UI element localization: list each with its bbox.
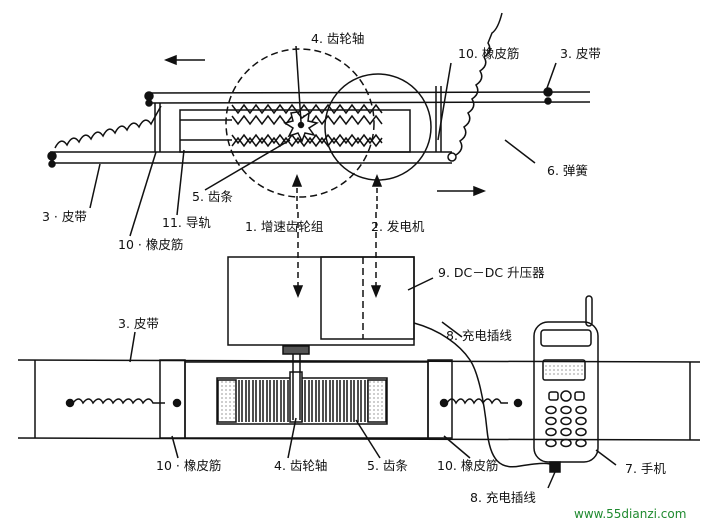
label-belt-left: 3 · 皮带 <box>42 209 87 224</box>
leader-rubber-band-bottom-right <box>443 435 471 459</box>
gear-detail-circle <box>225 48 375 198</box>
belt-rivets <box>47 87 553 168</box>
label-rubber-band-bottom-right: 10. 橡皮筋 <box>437 458 499 473</box>
label-rubber-band-top-right: 10. 橡皮筋 <box>458 46 520 61</box>
leader-charge-cable-top <box>441 321 463 338</box>
spring-left <box>54 105 162 149</box>
label-guide-rail: 11. 导轨 <box>162 215 211 230</box>
label-gear-shaft-bottom: 4. 齿轮轴 <box>274 458 328 473</box>
phone-keypad <box>545 405 587 448</box>
generator-detail-circle <box>324 73 432 181</box>
leader-rubber-band-bottom-left <box>171 435 179 459</box>
label-rack-bottom: 5. 齿条 <box>367 458 408 473</box>
spring-bottom-left <box>72 398 165 405</box>
upper-rack <box>231 103 383 115</box>
leader-booster <box>407 277 434 291</box>
label-gear-set: 1. 增速齿轮组 <box>245 219 324 234</box>
label-belt-bottom: 3. 皮带 <box>118 316 159 331</box>
gear-set-arrow <box>291 173 303 210</box>
label-charge-cable-bottom: 8. 充电插线 <box>470 490 536 505</box>
phone-screen <box>542 359 586 381</box>
spring-bottom-right <box>446 398 508 405</box>
label-charge-cable-top: 8. 充电插线 <box>446 328 512 343</box>
top-belt <box>146 91 591 104</box>
label-gear-shaft-top: 4. 齿轮轴 <box>311 31 365 46</box>
leader-gear-shaft <box>295 45 302 123</box>
booster-box <box>320 256 415 340</box>
label-spring: 6. 弹簧 <box>547 163 588 178</box>
generator-arrow <box>371 173 383 210</box>
leader-rack <box>204 139 291 191</box>
rubber-band-block-right <box>427 359 453 439</box>
leader-guide-rail <box>176 149 185 216</box>
label-belt-top-right: 3. 皮带 <box>560 46 601 61</box>
motion-arrow-right <box>437 185 487 197</box>
watermark: www.55dianzi.com <box>574 507 686 521</box>
label-booster: 9. DC－DC 升压器 <box>438 265 545 280</box>
leader-charge-cable-bottom <box>547 471 556 489</box>
charge-cable <box>413 322 556 471</box>
lower-belt <box>50 151 452 164</box>
label-phone: 7. 手机 <box>625 461 666 476</box>
motion-arrow-left <box>163 54 205 66</box>
label-rubber-band-left: 10 · 橡皮筋 <box>118 237 184 252</box>
leader-rubber-band-left <box>129 151 157 237</box>
leader-gear-shaft-bottom <box>287 417 297 459</box>
watermark-url: www.55dianzi.com <box>574 507 687 521</box>
phone <box>533 295 599 473</box>
spring-right <box>455 12 503 156</box>
leader-rack-bottom <box>355 419 381 459</box>
label-rack-top: 5. 齿条 <box>192 189 233 204</box>
leader-rubber-band-top <box>437 62 452 141</box>
leader-belt-top <box>546 62 557 89</box>
leader-belt-left <box>89 163 101 209</box>
rubber-band-block-left <box>159 359 186 439</box>
gear-shaft-hub <box>282 345 310 355</box>
leader-belt-bottom <box>129 331 136 363</box>
bottom-belt <box>17 359 701 441</box>
label-generator: 2. 发电机 <box>371 219 425 234</box>
leader-spring <box>504 139 536 164</box>
label-rubber-band-bottom-left: 10 · 橡皮筋 <box>156 458 222 473</box>
rack-frame <box>184 361 429 439</box>
lower-rack <box>231 133 383 145</box>
leader-phone <box>595 449 617 466</box>
